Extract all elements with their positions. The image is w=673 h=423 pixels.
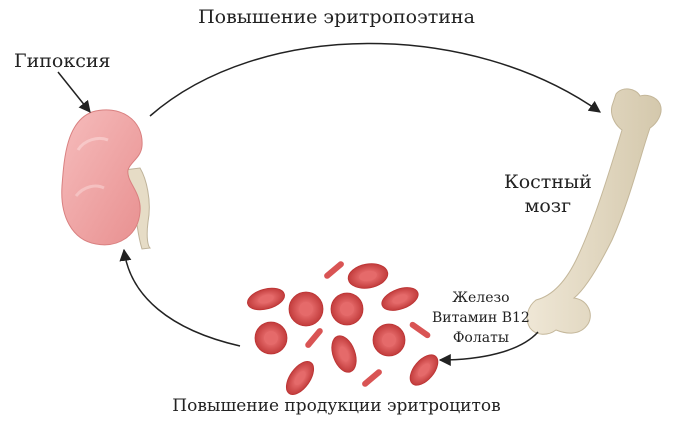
rbc-cell	[409, 354, 439, 386]
rbc-cell	[372, 323, 406, 357]
label-rbc-production: Повышение продукции эритроцитов	[172, 396, 501, 416]
rbc-cell	[330, 292, 364, 326]
label-vitamin-b12: Витамин В12	[432, 310, 530, 326]
rbc-cell	[381, 287, 419, 311]
arrow-cells-to-kidney	[119, 248, 241, 347]
rbc-cell-side	[362, 369, 382, 387]
rbc-cell	[347, 263, 389, 289]
label-bone-marrow: Костный мозг	[504, 170, 592, 218]
label-folates: Фолаты	[452, 330, 509, 346]
arrow-bone-to-cells	[438, 331, 539, 366]
rbc-cell	[254, 321, 288, 355]
rbc-cell-side	[324, 261, 344, 279]
rbc-cell	[331, 335, 357, 373]
rbc-cell	[247, 287, 285, 311]
red-blood-cells	[247, 261, 439, 395]
arrow-kidney-to-bone	[149, 42, 601, 117]
rbc-cell-side	[409, 321, 431, 339]
rbc-cell-side	[305, 328, 323, 348]
bone-icon	[526, 88, 662, 335]
arrow-hypoxia-to-kidney	[57, 71, 91, 113]
label-bone-marrow-line1: Костный	[504, 171, 592, 193]
rbc-cell	[285, 361, 315, 395]
label-hypoxia: Гипоксия	[14, 50, 111, 72]
label-nutrients: Железо Витамин В12 Фолаты	[432, 288, 530, 348]
label-iron: Железо	[452, 290, 510, 306]
rbc-cell	[288, 291, 324, 327]
kidney-icon	[61, 109, 152, 250]
label-bone-marrow-line2: мозг	[524, 195, 572, 217]
label-epo-increase: Повышение эритропоэтина	[198, 6, 475, 28]
